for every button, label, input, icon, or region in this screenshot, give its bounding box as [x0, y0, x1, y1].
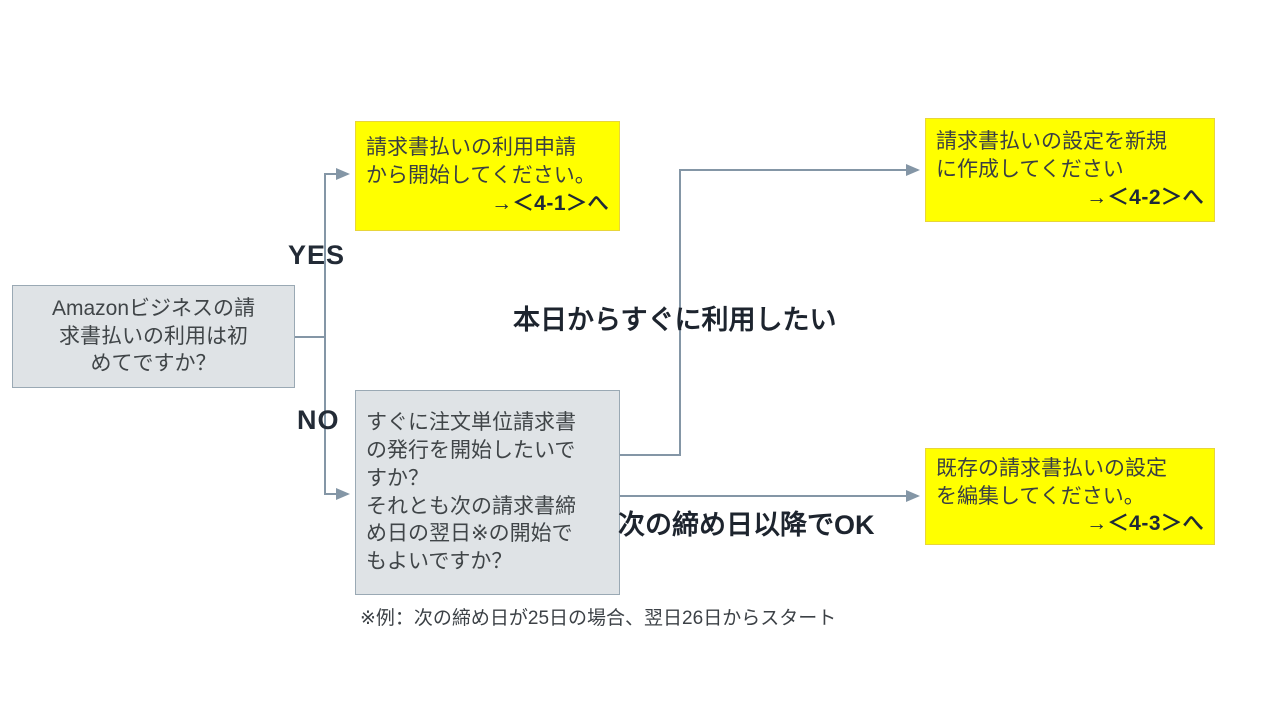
second-question-line-5: め日の翌日※の開始で: [366, 522, 573, 546]
annotation-after-closing-date: 次の締め日以降でOK: [618, 510, 875, 540]
branch-label-yes: YES: [288, 240, 346, 270]
node-apply-invoice[interactable]: 請求書払いの利用申請 から開始してください。 →＜4-1＞へ: [355, 121, 620, 231]
footnote-closing-date-example: ※例：次の締め日が25日の場合、翌日26日からスタート: [360, 608, 837, 629]
node-start-question[interactable]: Amazonビジネスの請 求書払いの利用は初 めてですか？: [12, 285, 295, 388]
node-second-question[interactable]: すぐに注文単位請求書 の発行を開始したいで すか？ それとも次の請求書締 め日の…: [355, 390, 620, 595]
second-question-line-2: の発行を開始したいで: [366, 439, 576, 463]
create-new-setting-line-2: に作成してください: [936, 158, 1124, 182]
start-question-line-2: 求書払いの利用は初: [59, 324, 248, 348]
start-question-line-1: Amazonビジネスの請: [51, 296, 256, 320]
branch-label-no: NO: [297, 405, 340, 435]
second-question-line-6: もよいですか？: [366, 549, 513, 573]
edit-existing-setting-reference: →＜4-3＞へ: [1086, 512, 1204, 536]
apply-invoice-reference: →＜4-1＞へ: [491, 191, 609, 215]
create-new-setting-reference: →＜4-2＞へ: [1086, 185, 1204, 209]
second-question-line-4: それとも次の請求書締: [366, 494, 576, 518]
edit-existing-setting-line-2: を編集してください。: [936, 484, 1145, 508]
create-new-setting-line-1: 請求書払いの設定を新規: [936, 130, 1167, 154]
node-edit-existing-setting[interactable]: 既存の請求書払いの設定 を編集してください。 →＜4-3＞へ: [925, 448, 1215, 545]
apply-invoice-line-2: から開始してください。: [366, 164, 596, 188]
start-question-line-3: めてですか？: [90, 352, 217, 376]
apply-invoice-line-1: 請求書払いの利用申請: [366, 136, 576, 160]
second-question-line-1: すぐに注文単位請求書: [366, 411, 576, 435]
annotation-use-today: 本日からすぐに利用したい: [513, 305, 837, 335]
second-question-line-3: すか？: [366, 466, 429, 490]
node-create-new-setting[interactable]: 請求書払いの設定を新規 に作成してください →＜4-2＞へ: [925, 118, 1215, 222]
edit-existing-setting-line-1: 既存の請求書払いの設定: [936, 456, 1167, 480]
